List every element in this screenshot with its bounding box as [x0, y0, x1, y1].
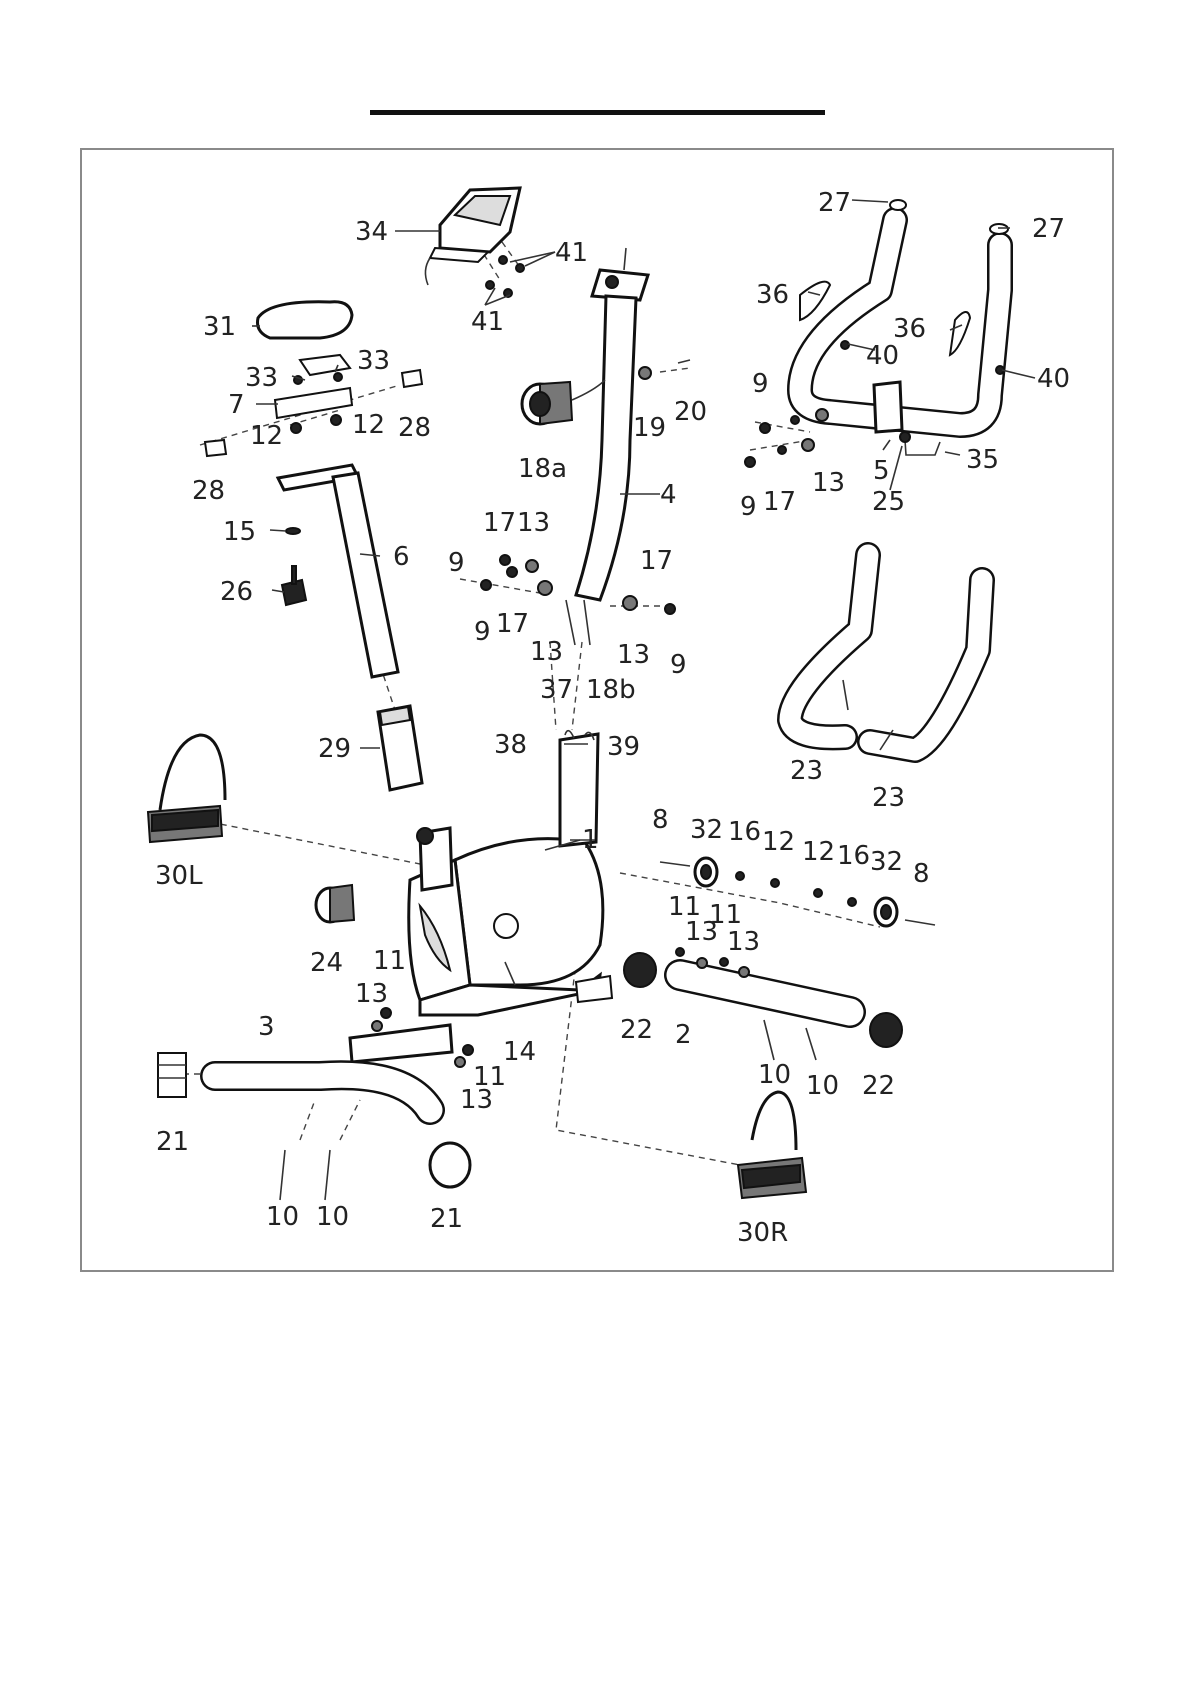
- part-label-17a: 17: [483, 508, 516, 538]
- seat-assembly-illustration: [205, 302, 422, 456]
- part-label-20: 20: [674, 397, 707, 427]
- part-label-17c: 17: [640, 546, 673, 576]
- console-illustration: [425, 188, 520, 285]
- part-label-12a: 12: [250, 421, 283, 451]
- part-label-17d: 17: [763, 487, 796, 517]
- part-label-17b: 17: [496, 609, 529, 639]
- part-label-36b: 36: [893, 314, 926, 344]
- part-label-4: 4: [660, 480, 677, 510]
- part-label-29: 29: [318, 734, 351, 764]
- part-label-23a: 23: [790, 756, 823, 786]
- rear-stabilizer-illustration: [624, 953, 902, 1060]
- label-41-leaders: [485, 252, 555, 305]
- part-label-27b: 27: [1032, 214, 1065, 244]
- part-label-10c: 10: [758, 1060, 791, 1090]
- part-label-23b: 23: [872, 783, 905, 813]
- part-label-9d: 9: [752, 369, 769, 399]
- part-label-27a: 27: [818, 188, 851, 218]
- tension-knob-illustration: [522, 380, 605, 424]
- part-label-33b: 33: [357, 346, 390, 376]
- part-label-9a: 9: [448, 548, 465, 578]
- part-label-13e: 13: [355, 979, 388, 1009]
- part-label-28a: 28: [398, 413, 431, 443]
- seat-post-illustration: [278, 465, 398, 677]
- part-label-15: 15: [223, 517, 256, 547]
- part-label-36a: 36: [756, 280, 789, 310]
- part-label-10a: 10: [266, 1202, 299, 1232]
- part-label-30r: 30R: [737, 1218, 788, 1248]
- part-label-37: 37: [540, 675, 573, 705]
- part-label-19: 19: [633, 413, 666, 443]
- part-label-5: 5: [873, 456, 890, 486]
- part-label-35: 35: [966, 445, 999, 475]
- part-label-10d: 10: [806, 1071, 839, 1101]
- part-label-40a: 40: [866, 341, 899, 371]
- part-label-40b: 40: [1037, 364, 1070, 394]
- part-label-18b: 18b: [586, 675, 636, 705]
- part-label-8b: 8: [913, 859, 930, 889]
- part-label-13c: 13: [617, 640, 650, 670]
- part-label-28b: 28: [192, 476, 225, 506]
- part-label-16b: 16: [837, 841, 870, 871]
- knob-24-illustration: [316, 885, 354, 922]
- part-label-13f: 13: [460, 1085, 493, 1115]
- part-label-1: 1: [582, 825, 599, 855]
- part-label-25: 25: [872, 487, 905, 517]
- assembly-dashed-lines: [183, 242, 880, 1165]
- part-label-31: 31: [203, 312, 236, 342]
- part-label-22b: 22: [862, 1071, 895, 1101]
- part-label-39: 39: [607, 732, 640, 762]
- part-label-32a: 32: [690, 815, 723, 845]
- part-label-21b: 21: [430, 1204, 463, 1234]
- part-label-13g: 13: [685, 917, 718, 947]
- part-label-41a: 41: [555, 238, 588, 268]
- pedal-left-illustration: [148, 735, 225, 842]
- part-label-10b: 10: [316, 1202, 349, 1232]
- part-label-13a: 13: [517, 508, 550, 538]
- part-label-16a: 16: [728, 817, 761, 847]
- part-label-34: 34: [355, 217, 388, 247]
- part-label-12c: 12: [762, 827, 795, 857]
- part-label-38: 38: [494, 730, 527, 760]
- part-label-13h: 13: [727, 927, 760, 957]
- part-label-26: 26: [220, 577, 253, 607]
- side-handles-illustration: [790, 555, 982, 750]
- part-label-6: 6: [393, 542, 410, 572]
- part-label-9b: 9: [474, 617, 491, 647]
- part-label-12d: 12: [802, 837, 835, 867]
- part-label-8a: 8: [652, 805, 669, 835]
- part-label-7: 7: [228, 390, 245, 420]
- part-label-24: 24: [310, 948, 343, 978]
- part-label-11a: 11: [373, 946, 406, 976]
- sleeve-illustration: [378, 706, 422, 790]
- part-label-30l: 30L: [155, 861, 203, 891]
- part-label-2: 2: [675, 1020, 692, 1050]
- part-label-41b: 41: [471, 307, 504, 337]
- part-label-13b: 13: [530, 637, 563, 667]
- part-label-14: 14: [503, 1037, 536, 1067]
- pedal-right-illustration: [738, 1092, 806, 1198]
- part-label-3: 3: [258, 1012, 275, 1042]
- part-label-33a: 33: [245, 363, 278, 393]
- part-label-12b: 12: [352, 410, 385, 440]
- part-label-21a: 21: [156, 1127, 189, 1157]
- part-label-22a: 22: [620, 1015, 653, 1045]
- part-label-13d: 13: [812, 468, 845, 498]
- front-stabilizer-illustration: [158, 1053, 470, 1200]
- part-label-32b: 32: [870, 847, 903, 877]
- part-label-9c: 9: [670, 650, 687, 680]
- part-label-18a: 18a: [518, 454, 567, 484]
- part-label-9e: 9: [740, 492, 757, 522]
